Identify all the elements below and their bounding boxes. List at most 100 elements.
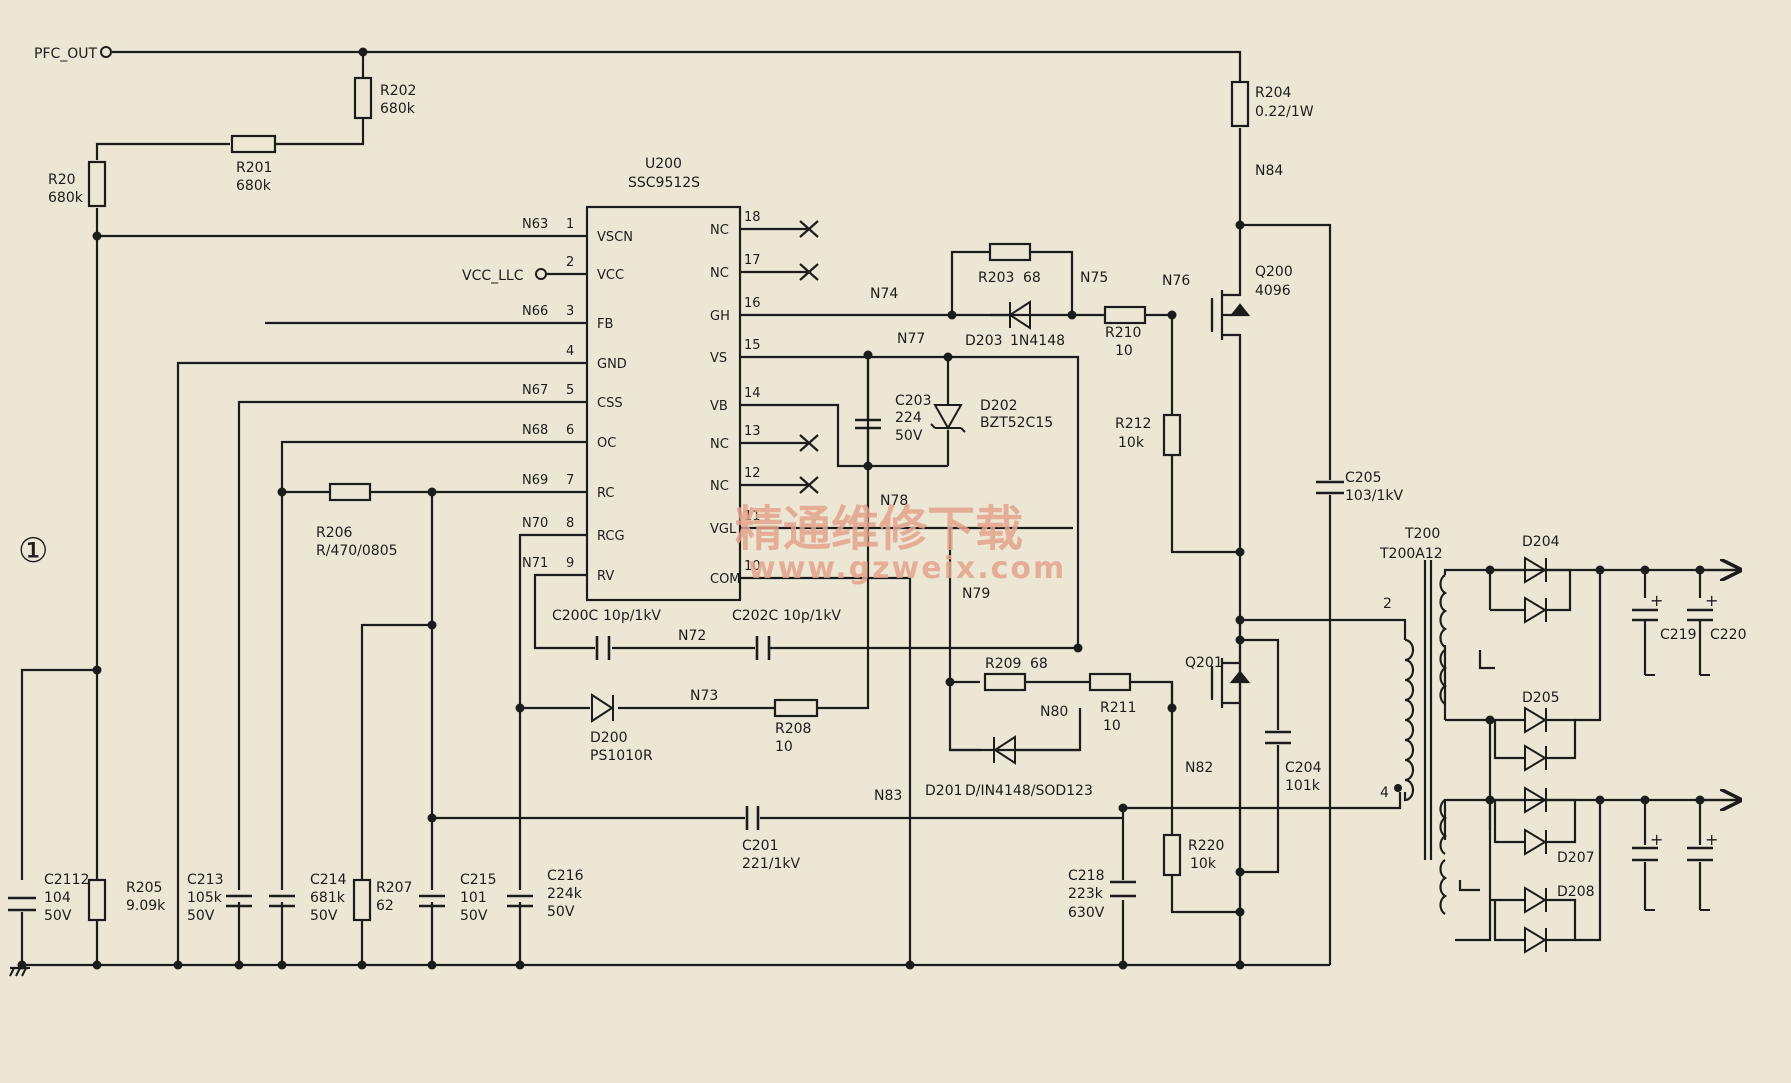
ic-ref: U200 [645,156,682,172]
net-n82: N82 [1185,760,1213,776]
c203-rating: 50V [895,428,923,444]
ic-pin-name: RV [597,569,614,584]
r202-value: 680k [380,101,416,117]
c200c-value: 10p/1kV [603,608,661,624]
ic-pin-number: 5 [566,383,574,398]
resistor-r205 [87,878,107,922]
c213-rating: 50V [187,908,215,924]
c216-ref: C216 [547,868,584,884]
capacitor-c204 [1265,730,1291,745]
ic-pin-number: 12 [744,466,761,481]
ic-pin-number: 16 [744,296,761,311]
resistor-r209 [983,672,1027,692]
capacitor-c202c [755,636,771,660]
capacitor-c216 [507,894,533,908]
net-n78: N78 [880,493,908,509]
r201-ref: R201 [236,160,272,176]
vcc-llc-label: VCC_LLC [462,268,524,284]
d203-ref: D203 [965,333,1003,349]
t200-pin4: 4 [1380,785,1389,801]
ic-pin-number: 1 [566,217,574,232]
capacitor-c-out4 [1687,846,1713,862]
t200-value: T200A12 [1379,546,1443,562]
r205-ref: R205 [126,880,162,896]
ic-pin-name: NC [710,266,729,281]
ic-pin-number: 10 [744,559,761,574]
r206-value: R/470/0805 [316,543,398,559]
c215-value: 101 [460,890,487,906]
d200-ref: D200 [590,730,628,746]
resistor-r204 [1230,80,1250,128]
r211-ref: R211 [1100,700,1136,716]
diode-d202 [930,404,966,433]
c205-value: 103/1kV [1345,488,1403,504]
r20-ref: R20 [48,172,76,188]
r208-value: 10 [775,739,793,755]
capacitor-c214 [269,894,295,908]
ic-u200: U200 SSC9512S VSCN1N63VCC2FB3N66GND4CSS5… [522,156,761,602]
ic-pin-number: 2 [566,255,574,270]
mosfet-q200 [1210,290,1251,340]
component-labels: R202 680k R201 680k R20 680k R204 0.22/1… [44,83,1747,924]
c218-value: 223k [1068,886,1104,902]
net-label: N69 [522,473,548,488]
net-labels: N74 N75 N76 N77 N78 N79 N80 N82 N83 N84 … [678,163,1392,804]
c201-ref: C201 [742,838,779,854]
ic-pin-number: 13 [744,424,761,439]
net-n79: N79 [962,586,990,602]
resistors [87,76,1250,922]
c203-value: 224 [895,410,922,426]
c213-value: 105k [187,890,223,906]
net-n80: N80 [1040,704,1068,720]
ic-pin-name: VSCN [597,230,633,245]
net-label: N68 [522,423,548,438]
c218-ref: C218 [1068,868,1105,884]
c214-ref: C214 [310,872,347,888]
diodes [591,300,1547,954]
net-n84: N84 [1255,163,1283,179]
c220-ref: C220 [1710,627,1747,643]
capacitors [8,418,1713,912]
c205-ref: C205 [1345,470,1382,486]
diode-wires [990,313,1577,942]
d200-value: PS1010R [590,748,653,764]
r220-value: 10k [1190,856,1217,872]
resistor-r207 [352,878,372,922]
diode-d207b [1524,828,1547,856]
r207-ref: R207 [376,880,412,896]
ic-pin-name: VGL [710,522,737,537]
c200c-ref: C200C [552,608,598,624]
capacitor-c220 [1687,608,1713,622]
net-n83: N83 [874,788,902,804]
capacitor-c213 [226,894,252,908]
r206-ref: R206 [316,525,353,541]
c2112-rating: 50V [44,908,72,924]
diode-d201 [993,735,1016,765]
pfc-out-port: PFC_OUT [34,46,112,62]
resistor-r211 [1088,672,1132,692]
r207-value: 62 [376,898,394,914]
cap-polarity-marks: + + + + [1650,591,1718,849]
ic-pin-name: RCG [597,529,625,544]
net-n77: N77 [897,331,925,347]
ic-pin-name: OC [597,436,616,451]
r203-ref: R203 [978,270,1014,286]
svg-text:+: + [1705,591,1718,610]
resistor-r201 [230,134,277,154]
ic-pin-name: VB [710,399,728,414]
q201-ref: Q201 [1185,655,1223,671]
c218-rating: 630V [1068,905,1105,921]
c215-ref: C215 [460,872,497,888]
net-n76: N76 [1162,273,1190,289]
ic-pin-name: VCC [597,268,624,283]
resistor-r210 [1103,305,1147,325]
mosfet-q201 [1210,658,1251,708]
svg-text:+: + [1705,830,1718,849]
transformer-t200 [1403,560,1448,915]
r209-ref: R209 [985,656,1021,672]
diode-d208 [1524,886,1547,914]
ic-pin-number: 7 [566,473,574,488]
r212-ref: R212 [1115,416,1151,432]
c202c-value: 10p/1kV [783,608,841,624]
ic-part: SSC9512S [628,175,700,191]
